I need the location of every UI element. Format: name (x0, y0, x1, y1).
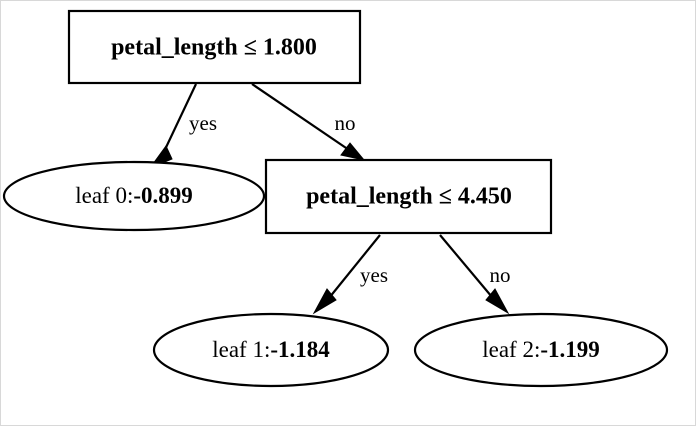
node-leaf-1-ellipse[interactable] (152, 312, 390, 388)
node-leaf-1-name: leaf 1 (212, 337, 264, 362)
node-root-split[interactable]: petal_length ≤ 1.800 (67, 9, 362, 85)
node-leaf-0-separator: : (127, 183, 133, 208)
edge-split2-yes-arrowhead (312, 288, 337, 315)
node-split-2-label: petal_length ≤ 4.450 (306, 184, 512, 210)
edge-split2-no: no (439, 234, 511, 315)
node-leaf-0-value: -0.899 (133, 183, 192, 208)
node-leaf-1[interactable]: leaf 1:-1.184 (152, 312, 390, 388)
node-leaf-1-value: -1.184 (270, 337, 330, 362)
edge-label-root-no: no (335, 111, 356, 135)
edge-split2-no-arrowhead (485, 288, 510, 315)
edge-split2-yes: yes (312, 234, 388, 315)
node-root-label: petal_length ≤ 1.800 (111, 35, 317, 61)
node-leaf-2-name: leaf 2 (482, 337, 534, 362)
edge-split2-yes-line (324, 234, 381, 304)
edge-root-yes: yes (148, 83, 217, 170)
node-leaf-1-label: leaf 1:-1.184 (212, 337, 330, 362)
edge-root-no-line (251, 83, 353, 153)
node-split-2-box[interactable] (264, 158, 553, 235)
edge-root-no-arrowhead (340, 142, 366, 161)
edge-label-split2-no: no (490, 263, 511, 287)
node-leaf-0-label: leaf 0:-0.899 (75, 183, 193, 208)
node-leaf-2-ellipse[interactable] (413, 312, 669, 388)
node-leaf-2[interactable]: leaf 2:-1.199 (413, 312, 669, 388)
node-leaf-0-ellipse[interactable] (2, 160, 266, 232)
edge-root-yes-line (160, 83, 197, 159)
node-leaf-1-separator: : (264, 337, 270, 362)
node-root-box[interactable] (67, 9, 362, 85)
edge-split2-no-line (439, 234, 498, 304)
edge-root-no: no (251, 83, 366, 161)
node-leaf-0[interactable]: leaf 0:-0.899 (2, 160, 266, 232)
node-leaf-2-label: leaf 2:-1.199 (482, 337, 600, 362)
node-leaf-0-name: leaf 0 (75, 183, 127, 208)
edge-label-split2-yes: yes (360, 263, 388, 287)
edge-label-root-yes: yes (189, 111, 217, 135)
node-leaf-2-value: -1.199 (540, 337, 599, 362)
node-leaf-2-separator: : (534, 337, 540, 362)
node-split-2[interactable]: petal_length ≤ 4.450 (264, 158, 553, 235)
